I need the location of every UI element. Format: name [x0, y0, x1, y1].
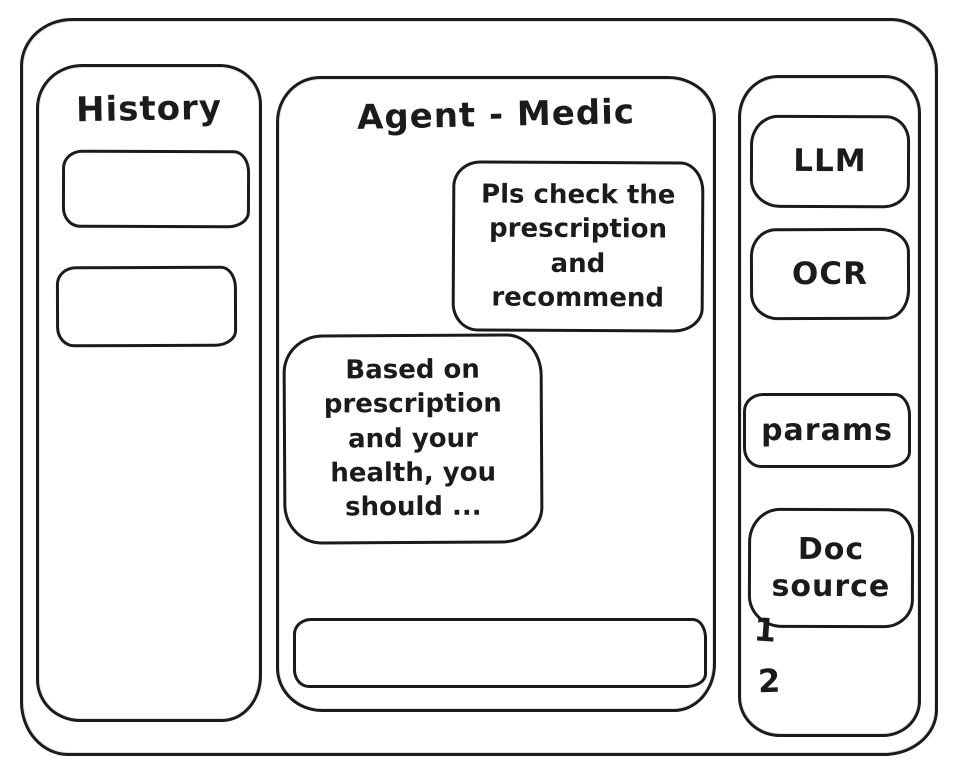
- user-message-bubble: Pls check the prescription and recommend: [451, 160, 705, 333]
- history-title: History: [75, 87, 223, 131]
- history-item[interactable]: [55, 265, 238, 348]
- chat-title: Agent - Medic: [356, 92, 636, 138]
- assistant-message-bubble: Based on prescription and your health, y…: [282, 333, 544, 545]
- chat-panel: Agent - Medic Pls check the prescription…: [276, 76, 716, 712]
- tool-button-doc-source[interactable]: Doc source: [747, 507, 915, 629]
- chat-input[interactable]: [293, 618, 707, 688]
- tool-button-ocr[interactable]: OCR: [749, 227, 911, 321]
- tool-button-llm[interactable]: LLM: [749, 114, 911, 209]
- history-item[interactable]: [61, 149, 251, 229]
- tool-button-params[interactable]: params: [743, 393, 911, 468]
- history-sidebar: History: [36, 64, 262, 722]
- doc-source-item[interactable]: 2: [757, 661, 781, 701]
- app-window: History Agent - Medic Pls check the pres…: [20, 18, 938, 756]
- tools-sidebar: LLM OCR params Doc source 1 2: [738, 75, 921, 737]
- doc-source-item[interactable]: 1: [752, 610, 778, 650]
